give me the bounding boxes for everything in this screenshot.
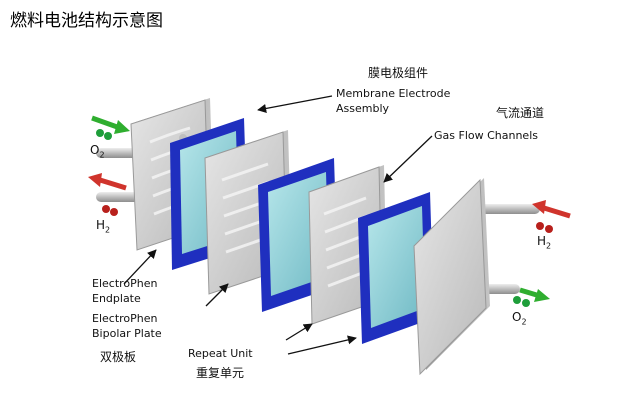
o2-right-label: O2 <box>512 310 527 327</box>
o2-left-label: O2 <box>90 143 105 160</box>
mea-label-cn: 膜电极组件 <box>368 66 429 80</box>
h2-left-label: H2 <box>96 218 111 235</box>
h2-right-label: H2 <box>537 234 552 251</box>
gas-flow-label-cn: 气流通道 <box>496 106 545 120</box>
bipolar-label-1: ElectroPhen <box>92 312 158 325</box>
gas-flow-label-en: Gas Flow Channels <box>434 129 538 142</box>
repeat-unit-label-en: Repeat Unit <box>188 347 253 360</box>
page-title: 燃料电池结构示意图 <box>10 11 163 31</box>
repeat-unit-label-cn: 重复单元 <box>196 366 245 380</box>
leader-lines <box>123 95 433 355</box>
endplate-label-1: ElectroPhen <box>92 277 158 290</box>
gas-arrows <box>88 115 571 302</box>
endplate-label-2: Endplate <box>92 292 141 305</box>
mea-3 <box>358 192 434 344</box>
molecules <box>96 129 553 307</box>
mea-label-en-1: Membrane Electrode <box>336 87 451 100</box>
mea-label-en-2: Assembly <box>336 102 390 115</box>
bipolar-label-2: Bipolar Plate <box>92 327 162 340</box>
bipolar-label-cn: 双极板 <box>100 350 137 364</box>
right-endplate <box>413 178 490 376</box>
